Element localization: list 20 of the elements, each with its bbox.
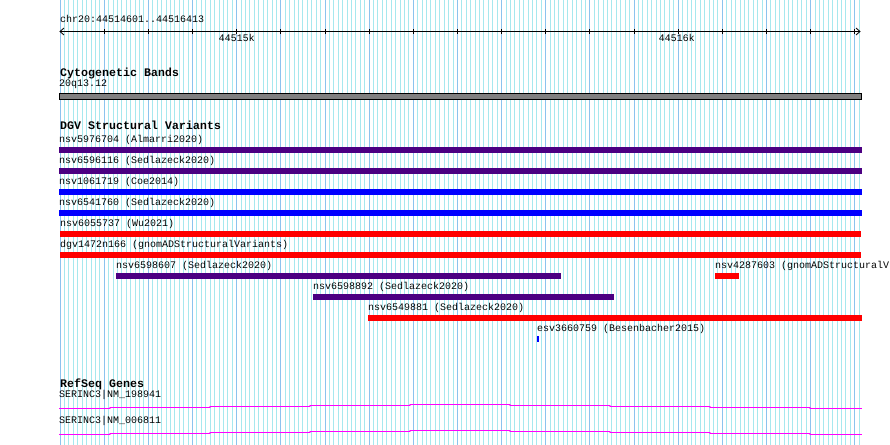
band-label: 20q13.12 [59,79,108,90]
transcript-label: SERINC3|NM_006811 [59,416,162,427]
region-label: chr20:44514601..44516413 [60,15,204,26]
track-title: Cytogenetic Bands [60,67,179,80]
feature-label: nsv6598607 (Sedlazeck2020) [116,261,272,272]
tick-label: 44515k [218,34,255,45]
feature-label: nsv5976704 (Almarri2020) [59,135,204,146]
feature-label: dgv1472n166 (gnomADStructuralVariants) [60,240,288,251]
feature-label: nsv6541760 (Sedlazeck2020) [59,198,216,209]
transcript-label: SERINC3|NM_198941 [59,390,162,401]
feature-label: nsv6055737 (Wu2021) [60,219,174,230]
feature-label: nsv4287603 (gnomADStructuralV [715,261,890,272]
feature-label: nsv1061719 (Coe2014) [59,177,180,188]
feature-label: nsv6598892 (Sedlazeck2020) [313,282,470,293]
feature-label: esv3660759 (Besenbacher2015) [537,324,706,335]
feature-label: nsv6596116 (Sedlazeck2020) [59,156,216,167]
feature-label: nsv6549881 (Sedlazeck2020) [368,303,524,314]
track-title: DGV Structural Variants [60,120,221,133]
track-title: RefSeq Genes [60,378,144,391]
tick-label: 44516k [658,34,695,45]
